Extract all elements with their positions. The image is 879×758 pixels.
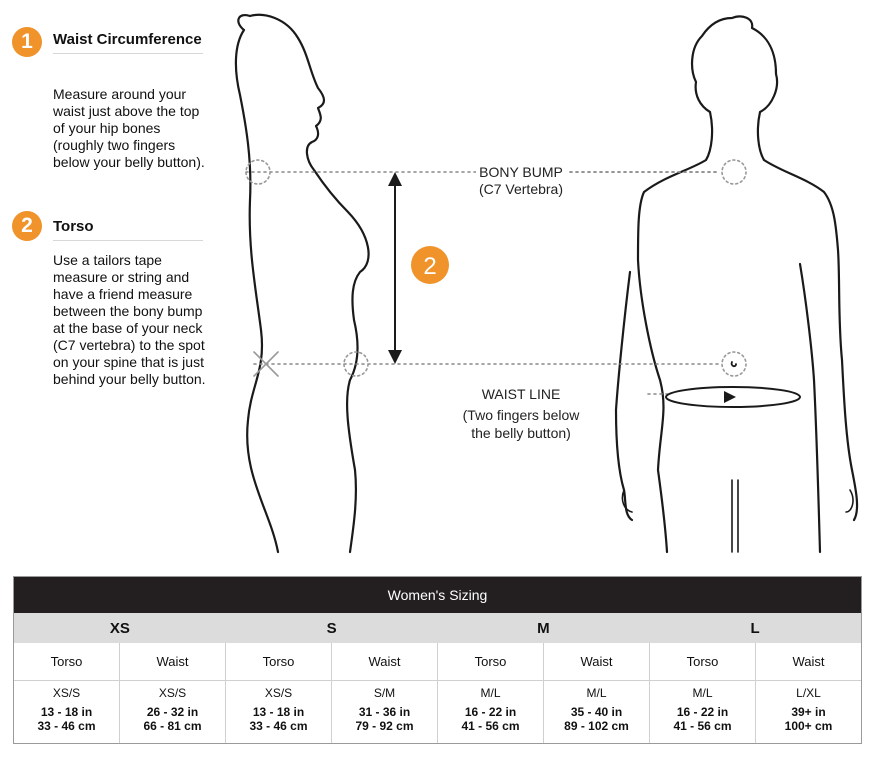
fit-size: XS/S xyxy=(158,686,187,700)
torso-step-marker xyxy=(411,246,449,284)
step-number-badge: 2 xyxy=(12,211,42,241)
waist-line-label: WAIST LINE xyxy=(482,386,561,402)
column-header: Torso xyxy=(649,643,755,680)
step-number-badge: 1 xyxy=(12,27,42,57)
range-inches: 13 - 18 in xyxy=(40,705,93,719)
table-cell: M/L 16 - 22 in 41 - 56 cm xyxy=(649,681,755,743)
column-header: Waist xyxy=(119,643,225,680)
step-torso: 2 Torso Use a tailors tape measure or st… xyxy=(12,211,207,431)
column-header: Torso xyxy=(50,654,83,669)
waist-line-sublabel: the belly button) xyxy=(471,425,571,441)
measurement-diagram: 2 BONY BUMP (C7 Vertebra) WAIST LINE (Tw… xyxy=(234,13,859,554)
size-label: L xyxy=(750,619,760,637)
bony-bump-label: BONY BUMP xyxy=(479,164,563,180)
step-description: Use a tailors tape measure or string and… xyxy=(53,252,206,387)
column-header: Torso xyxy=(437,643,543,680)
spine-marker-side xyxy=(343,351,369,377)
range-inches: 35 - 40 in xyxy=(570,705,623,719)
fit-size: M/L xyxy=(586,686,607,700)
table-cell: M/L 35 - 40 in 89 - 102 cm xyxy=(543,681,649,743)
waist-line-sublabel: (Two fingers below xyxy=(463,407,581,423)
table-title: Women's Sizing xyxy=(14,577,861,613)
table-cell: XS/S 13 - 18 in 33 - 46 cm xyxy=(225,681,331,743)
table-cell: XS/S 13 - 18 in 33 - 46 cm xyxy=(14,681,119,743)
front-silhouette xyxy=(636,15,859,554)
fit-size: S/M xyxy=(373,686,396,700)
size-label: S xyxy=(326,619,337,637)
range-cm: 66 - 81 cm xyxy=(143,719,202,733)
range-cm: 33 - 46 cm xyxy=(37,719,96,733)
range-inches: 13 - 18 in xyxy=(252,705,305,719)
size-header-row: XS S M L xyxy=(14,613,861,643)
range-cm: 89 - 102 cm xyxy=(564,719,629,733)
range-inches: 16 - 22 in xyxy=(464,705,517,719)
fit-size: M/L xyxy=(480,686,501,700)
column-header: Waist xyxy=(755,643,861,680)
table-cell: M/L 16 - 22 in 41 - 56 cm xyxy=(437,681,543,743)
step-waist: 1 Waist Circumference Measure around you… xyxy=(12,27,207,197)
column-header: Torso xyxy=(225,643,331,680)
range-inches: 31 - 36 in xyxy=(358,705,411,719)
womens-sizing-table: Women's Sizing XS S M L Torso Waist Tors… xyxy=(13,576,862,744)
table-cell: S/M 31 - 36 in 79 - 92 cm xyxy=(331,681,437,743)
table-cell: L/XL 39+ in 100+ cm xyxy=(755,681,861,743)
size-label: M xyxy=(537,619,550,637)
range-cm: 79 - 92 cm xyxy=(355,719,414,733)
fit-size: M/L xyxy=(692,686,713,700)
fit-size: XS/S xyxy=(52,686,81,700)
table-row: XS/S 13 - 18 in 33 - 46 cm XS/S 26 - 32 … xyxy=(14,681,861,743)
table-cell: XS/S 26 - 32 in 66 - 81 cm xyxy=(119,681,225,743)
step-description: Measure around your waist just above the… xyxy=(53,86,205,170)
step-title: Torso xyxy=(53,218,203,241)
torso-step-marker-number: 2 xyxy=(423,253,436,280)
c7-marker-front xyxy=(721,159,747,185)
c7-marker-side xyxy=(245,159,271,185)
range-inches: 39+ in xyxy=(791,705,826,719)
waist-line-ellipse xyxy=(665,386,801,408)
range-inches: 26 - 32 in xyxy=(146,705,199,719)
column-header-row: Torso Waist Torso Waist Torso Waist Tors… xyxy=(14,643,861,681)
range-cm: 41 - 56 cm xyxy=(461,719,520,733)
range-cm: 41 - 56 cm xyxy=(673,719,732,733)
bony-bump-sublabel: (C7 Vertebra) xyxy=(479,181,563,197)
step-title: Waist Circumference xyxy=(53,31,203,54)
belly-button-marker xyxy=(721,351,747,377)
column-header: Waist xyxy=(331,643,437,680)
column-header: Waist xyxy=(543,643,649,680)
range-cm: 100+ cm xyxy=(784,719,833,733)
fit-size: L/XL xyxy=(796,686,821,700)
side-profile-silhouette xyxy=(234,13,370,554)
range-cm: 33 - 46 cm xyxy=(249,719,308,733)
fit-size: XS/S xyxy=(264,686,293,700)
range-inches: 16 - 22 in xyxy=(676,705,729,719)
size-label: XS xyxy=(109,619,130,637)
